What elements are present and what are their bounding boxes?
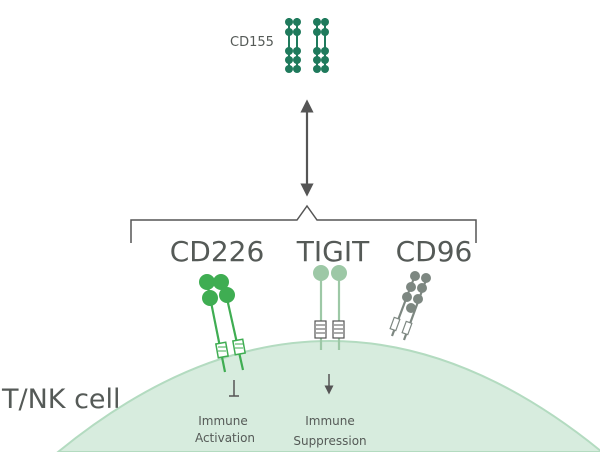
- receptor-label-tigit: TIGIT: [296, 235, 370, 268]
- receptor-label-cd96: CD96: [396, 235, 473, 268]
- tigit-receptor-icon: [313, 265, 347, 350]
- activation-line1: Immune: [198, 414, 248, 428]
- receptor-bracket: [130, 204, 477, 243]
- suppression-line1: Immune: [305, 414, 355, 428]
- activation-line2: Activation: [195, 431, 255, 445]
- cell-membrane: [55, 340, 600, 453]
- cd96-receptor-icon: [389, 271, 431, 341]
- ligand-label: CD155: [230, 35, 274, 50]
- cd155-ligand-icon: [285, 18, 329, 73]
- suppression-line2: Suppression: [293, 434, 366, 448]
- receptor-label-cd226: CD226: [170, 235, 265, 268]
- cd226-receptor-icon: [199, 274, 247, 373]
- cell-label: T/NK cell: [1, 384, 121, 415]
- activation-signal-icon: [229, 380, 239, 397]
